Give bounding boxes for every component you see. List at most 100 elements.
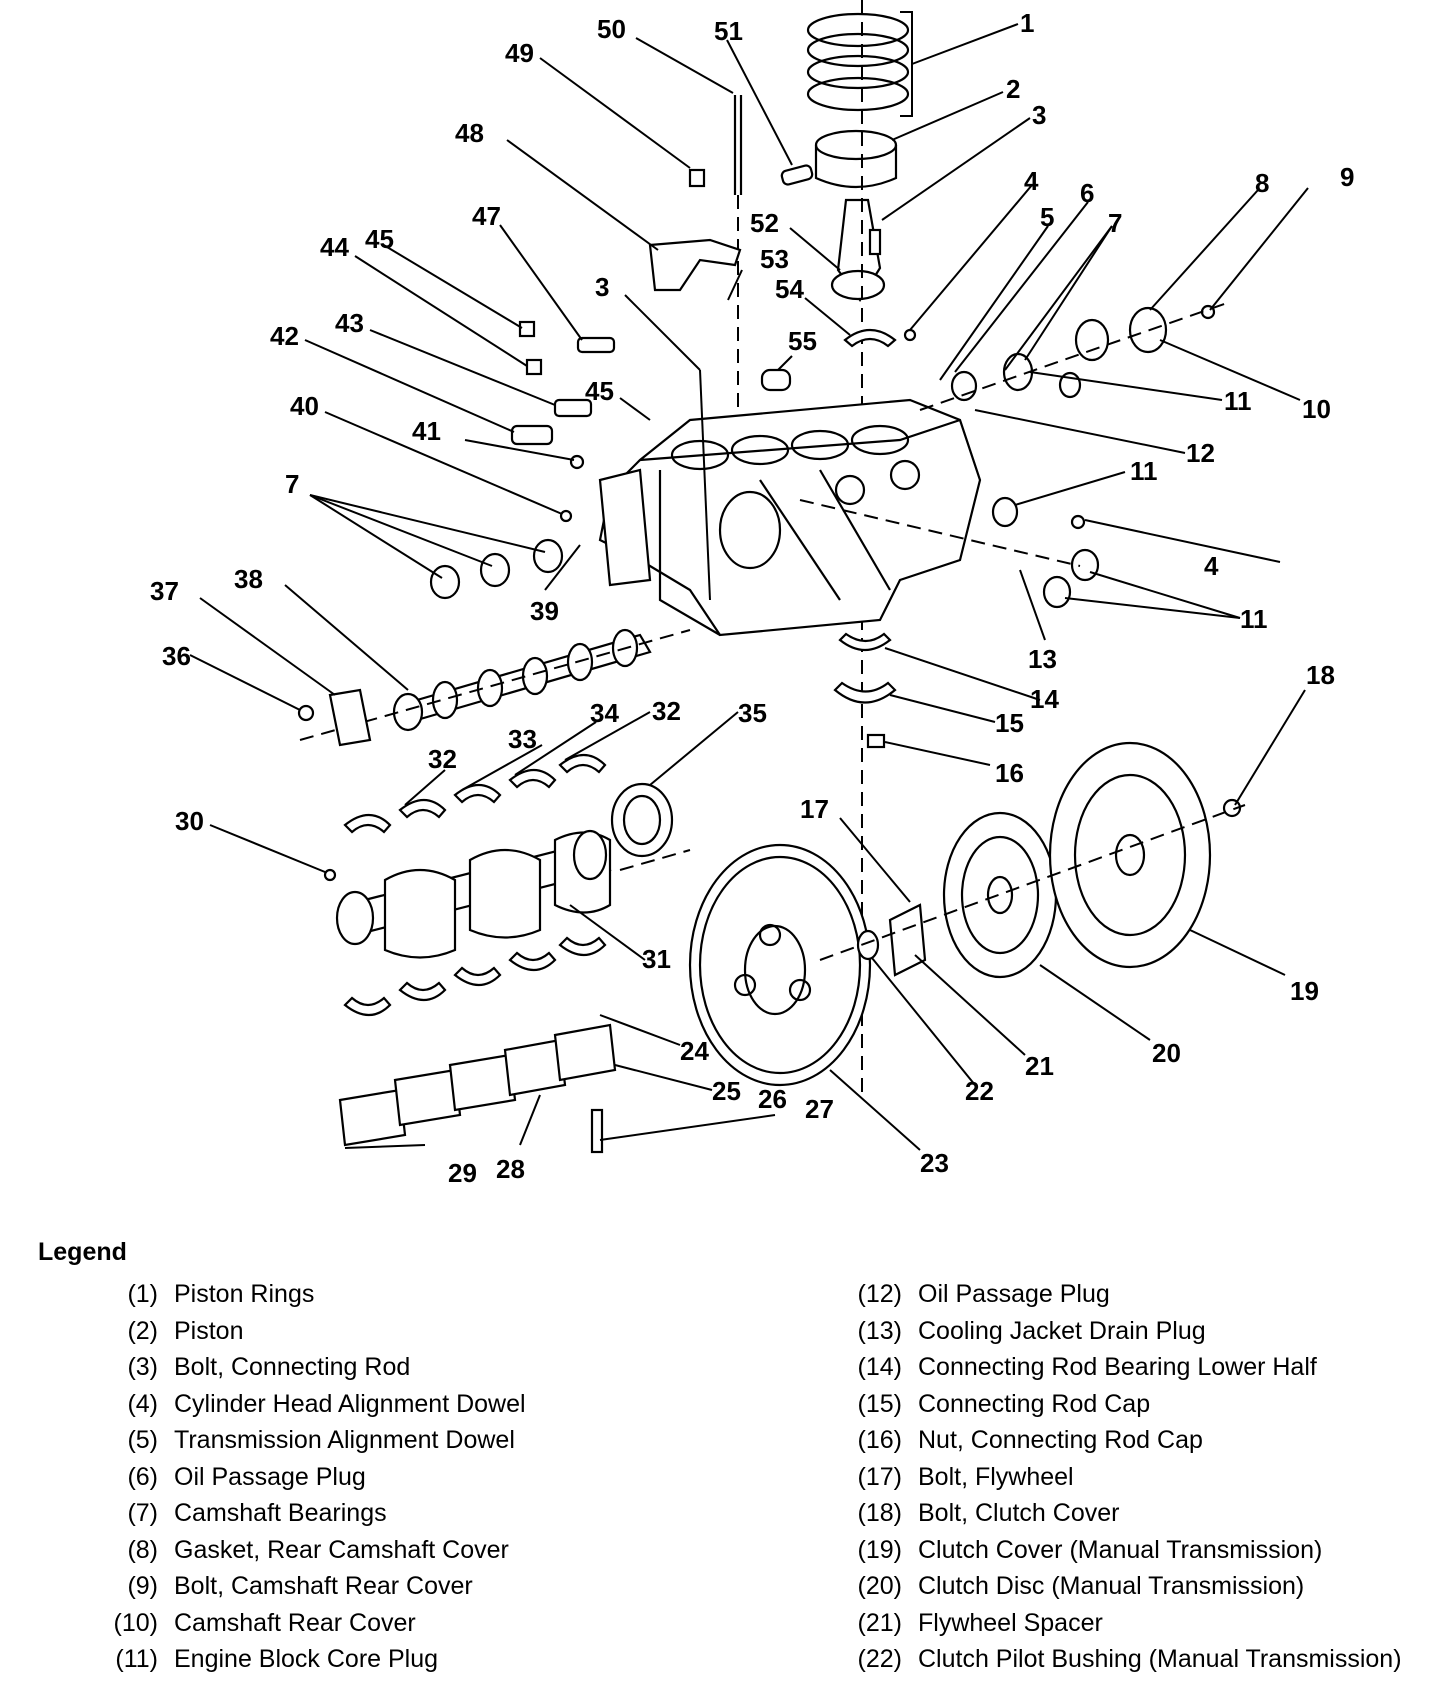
callout-52: 52 [750,208,779,238]
callout-55: 55 [788,326,817,356]
legend-label: Oil Passage Plug [174,1462,366,1491]
legend-item: (22) Clutch Pilot Bushing (Manual Transmi… [828,1645,1402,1682]
legend-label: Clutch Disc (Manual Transmission) [918,1572,1305,1600]
clutch-cover [1048,741,1212,969]
legend-item: (2) Piston [84,1317,526,1354]
legend-number: (10) [113,1608,158,1637]
callout-4: 4 [1024,166,1039,196]
callout-20: 20 [1152,1038,1181,1068]
callout-50: 50 [597,14,626,44]
legend-number: (7) [127,1499,158,1527]
rear-main-seal [610,782,674,858]
callout-3b: 3 [595,272,609,302]
legend-number: (19) [857,1535,902,1564]
legend-number: (3) [127,1353,158,1381]
legend-label: Connecting Rod Cap [918,1389,1151,1418]
legend-number: (17) [857,1462,902,1491]
legend-item: (11)Engine Block Core Plug [84,1645,526,1682]
legend-item: (21) Flywheel Spacer [828,1609,1402,1646]
legend-item: (5)Transmission Alignment Dowel [84,1426,526,1463]
legend-item: (10) Camshaft Rear Cover [84,1609,526,1646]
callout-18: 18 [1306,660,1335,690]
callout-1: 1 [1020,8,1034,38]
legend-number: (16) [857,1426,902,1454]
main-bearings-upper [343,753,607,834]
legend-number: (21) [857,1608,902,1637]
legend-label: Connecting Rod Bearing Lower Half [918,1353,1317,1381]
callout-30: 30 [175,806,204,836]
legend-label: Oil Passage Plug [918,1280,1110,1308]
legend-label: Transmission Alignment Dowel [174,1426,515,1454]
callout-3: 3 [1032,100,1046,130]
callout-37: 37 [150,576,179,606]
diagram-drawing: 1 2 3 4 4 5 6 7 7 8 9 10 11 11 11 12 13 … [150,0,1354,1188]
legend-label: Piston [174,1316,244,1345]
callout-7b: 7 [285,469,299,499]
legend-label: Flywheel Spacer [918,1608,1103,1637]
callout-7: 7 [1108,208,1122,238]
legend-item: (7)Camshaft Bearings [84,1499,526,1536]
legend-number: (11) [115,1645,158,1673]
piston [814,129,898,189]
callout-44: 44 [320,232,349,262]
legend-label: Cooling Jacket Drain Plug [918,1316,1206,1345]
legend-number: (6) [127,1462,158,1491]
callout-10: 10 [1302,394,1331,424]
camshaft-bearings-left [429,538,564,600]
legend-item: (20)Clutch Disc (Manual Transmission) [828,1572,1402,1609]
callout-40: 40 [290,391,319,421]
callout-45: 45 [365,224,394,254]
callout-49: 49 [505,38,534,68]
callout-43: 43 [335,308,364,338]
legend-label: Cylinder Head Alignment Dowel [174,1389,526,1418]
legend-label: Nut, Connecting Rod Cap [918,1426,1203,1454]
legend-label: Piston Rings [174,1280,315,1308]
callout-11a: 11 [1224,386,1252,416]
callout-53: 53 [760,244,789,274]
piston-rings [806,11,913,117]
legend-item: (14)Connecting Rod Bearing Lower Half [828,1353,1402,1390]
legend-number: (22) [857,1645,902,1673]
callout-8: 8 [1255,168,1269,198]
camshaft-cover-front [328,688,372,747]
callout-4b: 4 [1204,551,1219,581]
camshaft [392,628,652,732]
callout-35: 35 [738,698,767,728]
legend-label: Bolt, Connecting Rod [174,1353,411,1381]
callout-11c: 11 [1240,604,1268,634]
legend-item: (17) Bolt, Flywheel [828,1463,1402,1500]
callout-25: 25 [712,1076,741,1106]
callout-numbers: 1 2 3 4 4 5 6 7 7 8 9 10 11 11 11 12 13 … [150,8,1354,1188]
legend-item: (8) Gasket, Rear Camshaft Cover [84,1536,526,1573]
legend-number: (9) [127,1572,158,1600]
crankshaft [335,829,612,959]
legend-item: (3) Bolt, Connecting Rod [84,1353,526,1390]
callout-22: 22 [965,1076,994,1106]
legend-left-column: (1)Piston Rings (2)Piston (3)Bolt, Conne… [84,1280,526,1682]
legend-item: (15)Connecting Rod Cap [828,1390,1402,1427]
legend-number: (4) [127,1389,158,1418]
callout-33: 33 [508,724,537,754]
callout-42: 42 [270,321,299,351]
callout-11b: 11 [1130,456,1158,486]
callout-54: 54 [775,274,804,304]
legend-item: (16) Nut, Connecting Rod Cap [828,1426,1402,1463]
callout-29: 29 [448,1158,477,1188]
clutch-disc [942,811,1058,979]
callout-41: 41 [412,416,441,446]
callout-6: 6 [1080,178,1094,208]
legend-label: Gasket, Rear Camshaft Cover [174,1535,509,1564]
legend-label: Clutch Pilot Bushing (Manual Transmissio… [918,1645,1402,1673]
legend-label: Clutch Cover (Manual Transmission) [918,1535,1323,1564]
callout-12: 12 [1186,438,1215,468]
legend-label: Bolt, Flywheel [918,1462,1074,1491]
rear-cover-group [903,304,1216,609]
legend-number: (2) [127,1316,158,1345]
callout-38: 38 [234,564,263,594]
callout-9: 9 [1340,162,1354,192]
legend-number: (8) [127,1535,158,1564]
small-hardware-left [510,168,706,523]
legend-label: Bolt, Camshaft Rear Cover [174,1572,473,1600]
legend-label: Camshaft Rear Cover [174,1608,416,1637]
exploded-engine-diagram: 1 2 3 4 4 5 6 7 7 8 9 10 11 11 11 12 13 … [150,0,1354,1188]
